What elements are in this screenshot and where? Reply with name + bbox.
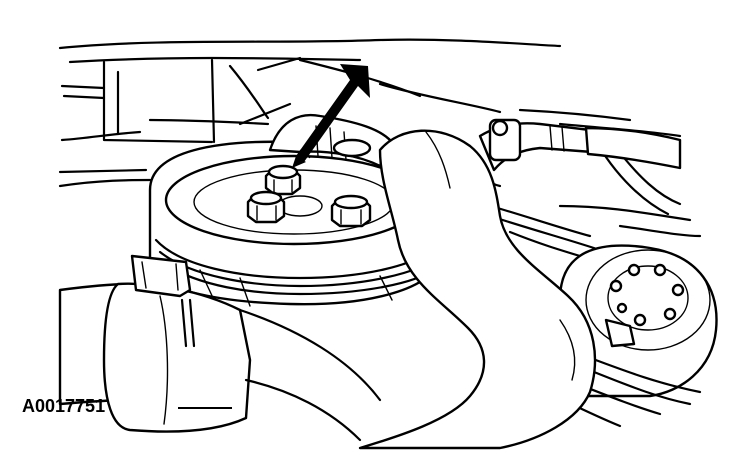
bolt-upper bbox=[264, 164, 302, 196]
upper-right-hose bbox=[472, 118, 682, 188]
figure-id-label: A0017751 bbox=[22, 396, 106, 416]
bolt-left bbox=[246, 190, 286, 224]
lower-left-hose bbox=[58, 254, 382, 442]
pulley-bolts bbox=[246, 164, 372, 228]
arrow-pointer bbox=[292, 64, 370, 168]
curved-hose bbox=[358, 129, 597, 450]
bolt-right bbox=[330, 194, 372, 228]
